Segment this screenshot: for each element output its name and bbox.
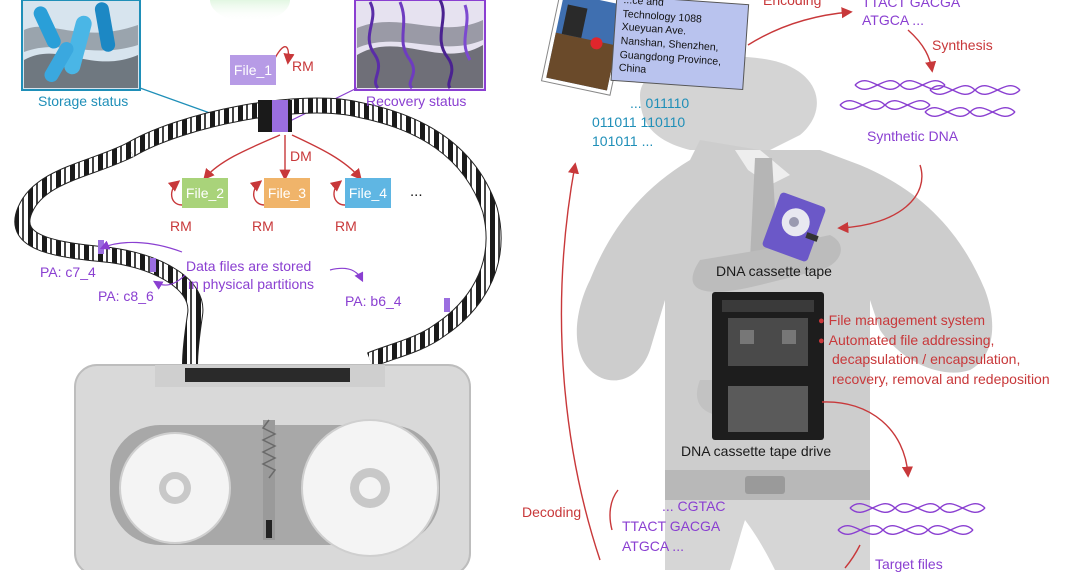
storage-status-inset	[21, 0, 141, 91]
decoding-label: Decoding	[522, 504, 582, 520]
cassette-shell	[74, 364, 471, 570]
photo-card	[540, 0, 631, 96]
fms-line-4: recovery, removal and redeposition	[832, 371, 1050, 387]
drive-label: DNA cassette tape drive	[681, 443, 832, 459]
pa-c8-label: PA: c8_6	[98, 288, 154, 304]
bottom-sequence-line-1: ... CGTAC	[662, 498, 726, 514]
green-glow	[210, 0, 290, 22]
storage-status-label: Storage status	[38, 93, 129, 109]
pa-c7-label: PA: c7_4	[40, 264, 96, 280]
partition-note-line-2: in physical partitions	[188, 276, 315, 292]
fms-line-1: File management system	[818, 312, 985, 328]
synthetic-dna-strands	[839, 79, 1021, 118]
file-2-box: File_2	[182, 178, 228, 208]
binary-line-2: 011011 110110	[592, 114, 686, 130]
bottom-sequence-line-2: TTACT GACGA	[622, 518, 721, 534]
encoding-label: Encoding	[763, 0, 822, 8]
partition-note-line-1: Data files are stored	[186, 258, 312, 274]
bottom-sequence-line-3: ATGCA ...	[622, 538, 684, 554]
rm-label-file-2: RM	[170, 218, 192, 234]
fms-line-2: Automated file addressing,	[818, 332, 995, 348]
target-dna-strands	[837, 502, 986, 536]
recovery-status-inset	[354, 0, 486, 91]
rm-label-file-3: RM	[252, 218, 274, 234]
rm-label-file-4: RM	[335, 218, 357, 234]
small-cassette	[762, 192, 826, 262]
target-files-label: Target files	[875, 556, 943, 572]
synthetic-dna-label: Synthetic DNA	[867, 128, 959, 144]
dm-label: DM	[290, 148, 312, 164]
pa-b6-label: PA: b6_4	[345, 293, 402, 309]
fms-line-3: decapsulation / encapsulation,	[832, 351, 1021, 367]
binary-line-3: 101011 ...	[592, 133, 654, 149]
top-sequence-line-2: ATGCA ...	[862, 12, 924, 28]
address-card-bg	[610, 0, 750, 91]
file-3-box: File_3	[264, 178, 310, 208]
files-ellipsis: ...	[410, 183, 423, 200]
synthesis-label: Synthesis	[932, 37, 993, 53]
partition-arrows	[99, 240, 364, 290]
address-card-text: ...ce and Technology 1088 Xueyuan Ave. N…	[618, 0, 725, 83]
cassette-drive	[712, 292, 824, 440]
file-arrows	[167, 46, 362, 206]
cassette-tape-label: DNA cassette tape	[716, 263, 832, 279]
file-1-box: File_1	[230, 55, 276, 85]
binary-line-1: ... 011110	[630, 95, 690, 111]
file-4-box: File_4	[345, 178, 391, 208]
rm-label-file-1: RM	[292, 58, 314, 74]
top-sequence-line-1: TTACT GACGA	[862, 0, 961, 10]
flow-arrows	[560, 7, 937, 569]
recovery-status-label: Recovery status	[366, 93, 467, 109]
